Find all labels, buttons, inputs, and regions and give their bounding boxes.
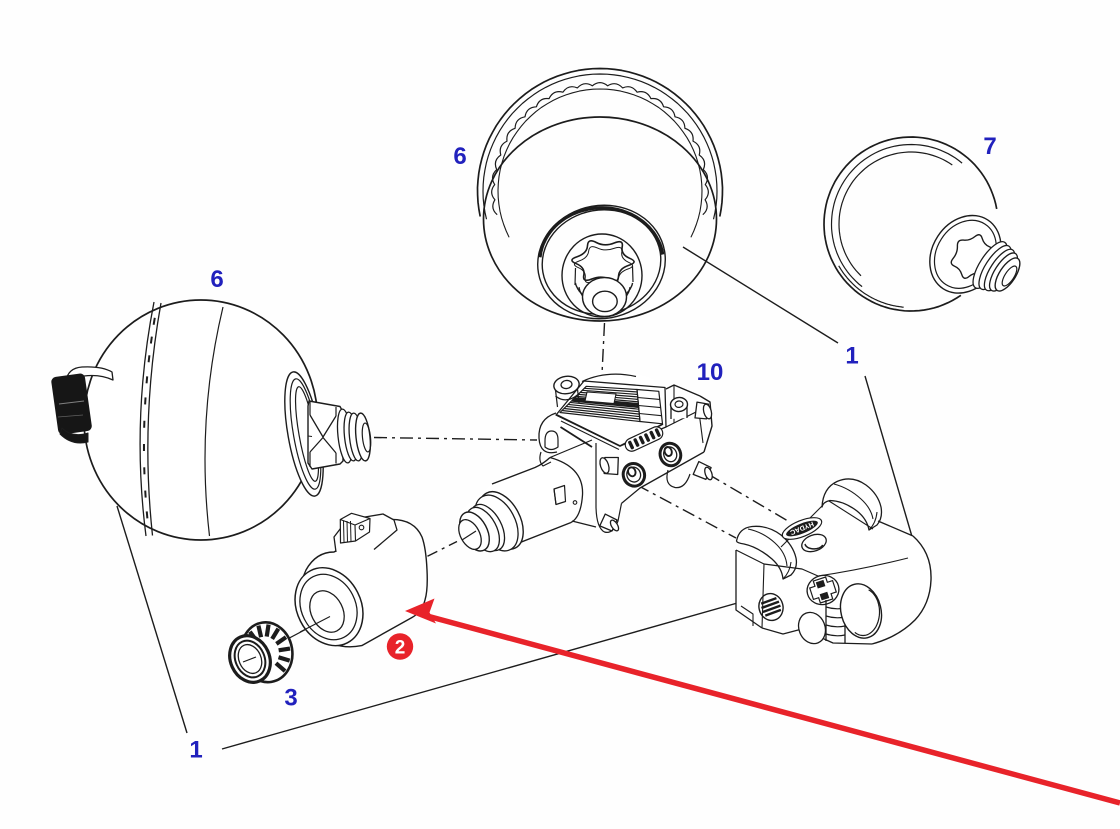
svg-text:10: 10 <box>697 359 724 386</box>
svg-text:7: 7 <box>983 133 996 160</box>
svg-text:1: 1 <box>845 343 858 370</box>
svg-text:1: 1 <box>189 737 202 764</box>
svg-text:2: 2 <box>395 638 406 659</box>
svg-text:3: 3 <box>284 685 297 712</box>
svg-text:6: 6 <box>453 143 466 170</box>
svg-text:6: 6 <box>210 266 223 293</box>
